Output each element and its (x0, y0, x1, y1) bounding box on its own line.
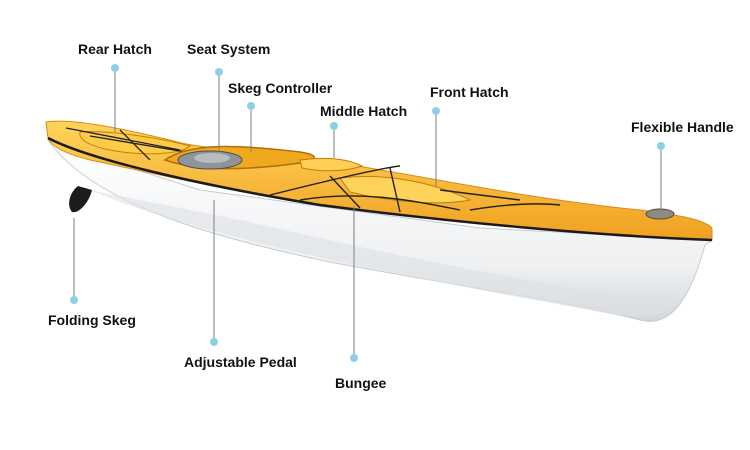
label-skeg-controller: Skeg Controller (228, 80, 333, 96)
label-middle-hatch: Middle Hatch (320, 103, 408, 119)
label-flexible-handle: Flexible Handle (631, 119, 734, 135)
label-seat-system: Seat System (187, 41, 271, 57)
leader-dots (70, 64, 665, 362)
label-adjustable-pedal: Adjustable Pedal (184, 354, 297, 370)
label-folding-skeg: Folding Skeg (48, 312, 136, 328)
label-rear-hatch: Rear Hatch (78, 41, 152, 57)
kayak-hull-shadow (90, 190, 680, 317)
front-handle (645, 208, 675, 220)
middle-hatch-cover (299, 157, 364, 172)
folding-skeg (69, 186, 92, 213)
kayak-trim-line (47, 136, 713, 242)
label-bungee: Bungee (335, 375, 387, 391)
front-bungee (269, 165, 561, 213)
leader-lines (73, 68, 662, 358)
label-front-hatch: Front Hatch (430, 84, 509, 100)
